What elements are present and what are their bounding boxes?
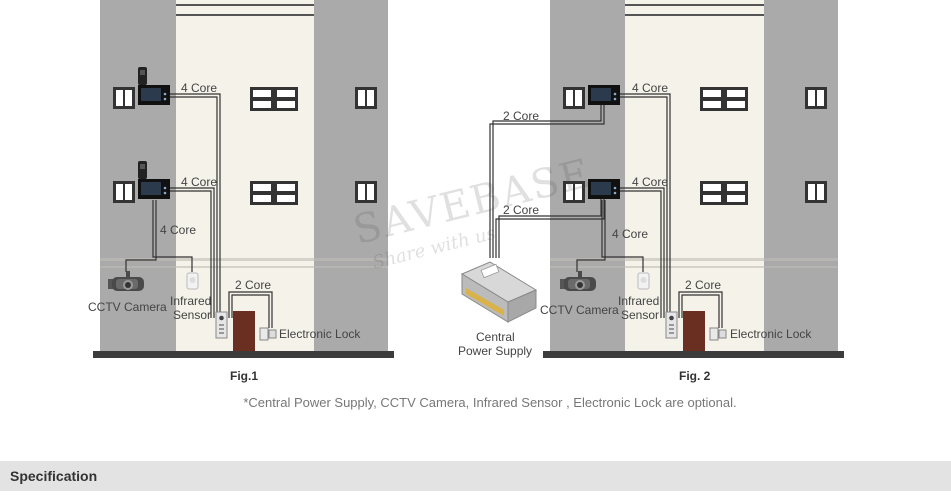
building-fig2: [543, 0, 844, 358]
ground-line: [93, 351, 394, 358]
handset-icon: [138, 67, 147, 85]
specification-header: Specification: [0, 461, 951, 491]
wires-fig1: [125, 93, 273, 328]
specification-title: Specification: [10, 468, 98, 484]
door: [683, 311, 705, 353]
electronic-lock-icon: [259, 327, 277, 341]
wiring-diagram: SAVEBASE Share with us: [88, 0, 844, 410]
footnote: *Central Power Supply, CCTV Camera, Infr…: [243, 395, 736, 410]
power-supply-label-line2: Power Supply: [458, 344, 532, 358]
wire-label-mid: 4 Core: [181, 175, 217, 189]
wire-label-lock: 2 Core: [235, 278, 271, 292]
wire-label-top: 4 Core: [632, 81, 668, 95]
wire-label-mid: 4 Core: [632, 175, 668, 189]
wire-label-vertical: 4 Core: [612, 227, 648, 241]
wire-label-top: 4 Core: [181, 81, 217, 95]
electronic-lock-label: Electronic Lock: [730, 327, 812, 341]
monitor-icon: [588, 85, 620, 105]
building-fig1: [93, 0, 394, 358]
infrared-sensor-label-line1: Infrared: [170, 294, 211, 308]
door-station-icon: [665, 311, 678, 339]
door-station-icon: [215, 311, 228, 339]
ground-line: [543, 351, 844, 358]
power-supply-label-line1: Central: [476, 330, 515, 344]
wire-label-vertical: 4 Core: [160, 223, 196, 237]
cctv-camera-label: CCTV Camera: [88, 300, 167, 314]
infrared-sensor-label-line2: Sensor: [173, 308, 211, 322]
wires-fig2: [489, 93, 723, 328]
monitor-icon: [138, 85, 170, 105]
monitor-icon: [138, 179, 170, 199]
wire-label-lock: 2 Core: [685, 278, 721, 292]
electronic-lock-label: Electronic Lock: [279, 327, 361, 341]
infrared-sensor-label-line2: Sensor: [621, 308, 659, 322]
power-wire-label-mid: 2 Core: [503, 203, 539, 217]
power-supply-icon: [460, 261, 538, 323]
power-wire-label-top: 2 Core: [503, 109, 539, 123]
figure-caption: Fig.1: [230, 369, 258, 383]
figure-caption: Fig. 2: [679, 369, 711, 383]
door: [233, 311, 255, 353]
electronic-lock-icon: [709, 327, 727, 341]
infrared-sensor-label-line1: Infrared: [618, 294, 659, 308]
infrared-sensor-icon: [637, 272, 650, 290]
handset-icon: [138, 161, 147, 179]
monitor-icon: [588, 179, 620, 199]
cctv-camera-label: CCTV Camera: [540, 303, 619, 317]
infrared-sensor-icon: [186, 272, 199, 290]
